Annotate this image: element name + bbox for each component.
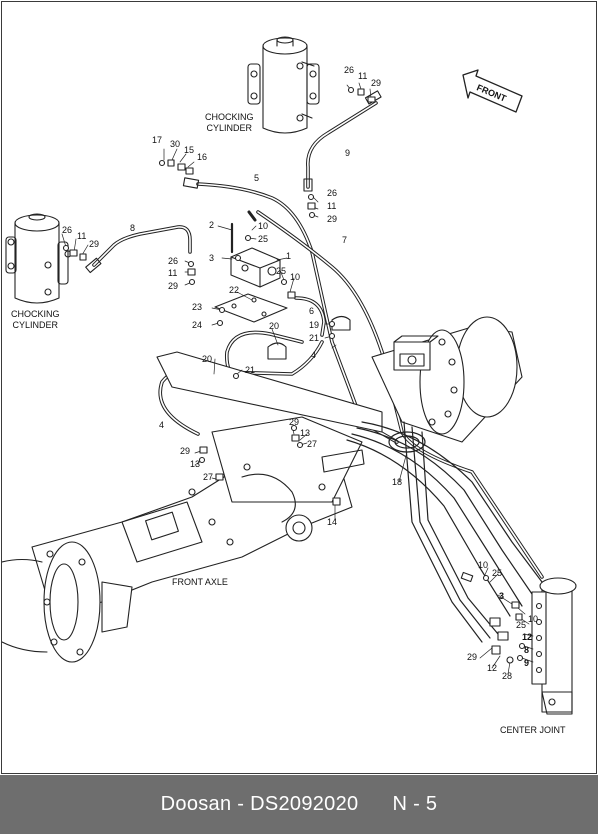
callout: 3 <box>209 253 215 263</box>
hose-7 <box>256 210 544 579</box>
callout: 4 <box>159 420 165 430</box>
callout: 8 <box>130 223 136 233</box>
callout: 11 <box>77 231 87 241</box>
callout: 29 <box>168 281 179 291</box>
callout: 21 <box>245 365 256 375</box>
callout: 25 <box>276 266 287 276</box>
callout: 13 <box>190 459 201 469</box>
callout: 13 <box>300 428 311 438</box>
callout: 14 <box>327 517 338 527</box>
callout: 25 <box>492 568 503 578</box>
callout: 29 <box>89 239 100 249</box>
callout: 20 <box>202 354 213 364</box>
parts-diagram: CHOCKING CYLINDER CHOCKING CYLINDER FRON… <box>1 1 597 774</box>
caption-chocking-cylinder-left: CHOCKING CYLINDER <box>11 309 60 331</box>
callout: 29 <box>371 78 382 88</box>
callout: 6 <box>309 306 315 316</box>
callout: 26 <box>168 256 179 266</box>
callout: 29 <box>289 417 300 427</box>
chocking-cylinder-left <box>5 213 72 304</box>
callout: 25 <box>516 620 527 630</box>
callout: 28 <box>502 671 513 681</box>
callout: 4 <box>311 350 317 360</box>
center-joint <box>531 577 577 715</box>
footer-page-number: N - 5 <box>392 793 438 815</box>
page-footer: Doosan - DS2092020 N - 5 <box>0 775 598 834</box>
callout: 1 <box>286 251 292 261</box>
callout: 20 <box>269 321 280 331</box>
callout: 26 <box>62 225 73 235</box>
wheel-hub <box>2 541 133 663</box>
chocking-cylinder-top <box>247 36 320 134</box>
footer-brand: Doosan <box>160 793 232 815</box>
callout: 29 <box>467 652 478 662</box>
callout: 9 <box>345 148 351 158</box>
callout: 19 <box>309 320 320 330</box>
callout: 8 <box>524 645 530 655</box>
callout: 7 <box>342 235 348 245</box>
callout: 26 <box>327 188 338 198</box>
callout: 11 <box>358 71 368 81</box>
caption-front-axle: FRONT AXLE <box>172 577 228 587</box>
caption-line: CHOCKING <box>11 309 60 319</box>
callout: 30 <box>170 139 181 149</box>
callout: 27 <box>203 472 214 482</box>
callout: 9 <box>524 658 530 668</box>
callout: 5 <box>254 173 260 183</box>
fittings <box>62 86 526 664</box>
callout: 26 <box>344 65 355 75</box>
axle-housing <box>156 316 523 443</box>
callout: 23 <box>192 302 203 312</box>
callout: 22 <box>229 285 240 295</box>
callout: 3 <box>499 591 505 601</box>
callout: 27 <box>307 439 318 449</box>
caption-center-joint: CENTER JOINT <box>500 725 566 735</box>
callout: 29 <box>180 446 191 456</box>
callout: 29 <box>327 214 338 224</box>
callout: 12 <box>522 632 533 642</box>
callout: 12 <box>487 663 498 673</box>
callout: 10 <box>478 560 489 570</box>
front-axle-body <box>31 416 365 615</box>
callout: 15 <box>184 145 195 155</box>
caption-line: CYLINDER <box>12 320 59 330</box>
callout: 11 <box>168 268 178 278</box>
valve-block <box>214 210 288 323</box>
callout: 2 <box>209 220 215 230</box>
footer-part-number: DS2092020 <box>250 793 359 815</box>
callout: 21 <box>309 333 320 343</box>
callout: 18 <box>392 477 403 487</box>
callout: 25 <box>258 234 269 244</box>
hose-8 <box>85 225 192 274</box>
callout: 10 <box>258 221 269 231</box>
callout: 10 <box>290 272 301 282</box>
hose-9 <box>303 90 382 192</box>
hose-6 <box>294 296 326 337</box>
front-arrow-icon <box>462 69 523 113</box>
callout: 16 <box>197 152 208 162</box>
footer-separator: - <box>231 793 251 815</box>
callout: 24 <box>192 320 203 330</box>
caption-chocking-cylinder-top: CHOCKING CYLINDER <box>205 112 254 134</box>
callout: 17 <box>152 135 163 145</box>
diagram-artwork <box>2 36 577 715</box>
caption-line: CYLINDER <box>206 123 253 133</box>
callout: 10 <box>528 614 539 624</box>
hose-bundle <box>346 421 543 643</box>
caption-line: CHOCKING <box>205 112 254 122</box>
callout: 11 <box>327 201 337 211</box>
